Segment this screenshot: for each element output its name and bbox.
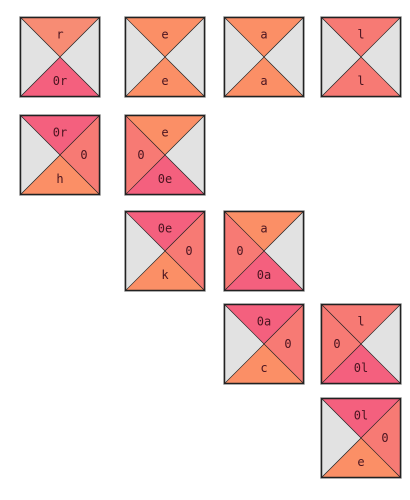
tile-1: r 0r [19, 16, 101, 98]
tile-top-label: 0a [257, 315, 271, 329]
tile-top-label: l [357, 315, 364, 329]
tile-border [124, 210, 206, 292]
tile-graphic: 0e 0 k [124, 210, 206, 292]
tile-bottom-label: l [357, 74, 364, 88]
tile-right-label: 0 [80, 148, 87, 162]
tile-bottom-label: e [357, 455, 364, 469]
tile-8: a 0a 0 [223, 210, 305, 292]
tile-bottom-label: h [56, 172, 63, 186]
tile-graphic: e 0e 0 [124, 114, 206, 196]
tile-bottom-label: 0r [53, 74, 67, 88]
tile-bottom-label: c [260, 361, 267, 375]
tile-top-label: 0e [158, 222, 172, 236]
tile-border [19, 16, 101, 98]
tile-graphic: aa [223, 16, 305, 98]
tile-graphic: a 0a 0 [223, 210, 305, 292]
tile-6: e 0e 0 [124, 114, 206, 196]
tile-top-label: e [161, 28, 168, 42]
tile-bottom-label: 0l [354, 361, 368, 375]
tile-border [320, 303, 402, 385]
tile-11: 0l 0 e [320, 397, 402, 479]
tile-graphic: l 0l 0 [320, 303, 402, 385]
tile-top-label: 0r [53, 126, 67, 140]
tile-border [124, 114, 206, 196]
tile-top-label: l [357, 28, 364, 42]
tile-right-label: 0 [284, 337, 291, 351]
tile-10: l 0l 0 [320, 303, 402, 385]
tile-right-label: 0 [381, 431, 388, 445]
tile-left-label: 0 [333, 337, 340, 351]
tile-graphic: 0r 0 h [19, 114, 101, 196]
tile-border [124, 16, 206, 98]
tile-right-label: 0 [185, 244, 192, 258]
tile-left-label: 0 [137, 148, 144, 162]
tile-left-label: 0 [236, 244, 243, 258]
tile-9: 0a 0 c [223, 303, 305, 385]
tile-border [223, 303, 305, 385]
tile-bottom-label: 0e [158, 172, 172, 186]
tile-top-label: e [161, 126, 168, 140]
tile-graphic: 0a 0 c [223, 303, 305, 385]
tile-5: 0r 0 h [19, 114, 101, 196]
tile-border [223, 210, 305, 292]
tile-graphic: ee [124, 16, 206, 98]
tile-7: 0e 0 k [124, 210, 206, 292]
tile-bottom-label: k [161, 268, 169, 282]
tile-top-label: r [56, 28, 63, 42]
tile-top-label: a [260, 222, 267, 236]
tile-border [19, 114, 101, 196]
tile-top-label: 0l [354, 409, 368, 423]
tile-border [223, 16, 305, 98]
tile-border [320, 16, 402, 98]
tile-top-label: a [260, 28, 267, 42]
tile-graphic: r 0r [19, 16, 101, 98]
tile-bottom-label: a [260, 74, 267, 88]
tile-bottom-label: e [161, 74, 168, 88]
tile-bottom-label: 0a [257, 268, 271, 282]
tile-graphic: 0l 0 e [320, 397, 402, 479]
tile-border [320, 397, 402, 479]
tile-graphic: ll [320, 16, 402, 98]
